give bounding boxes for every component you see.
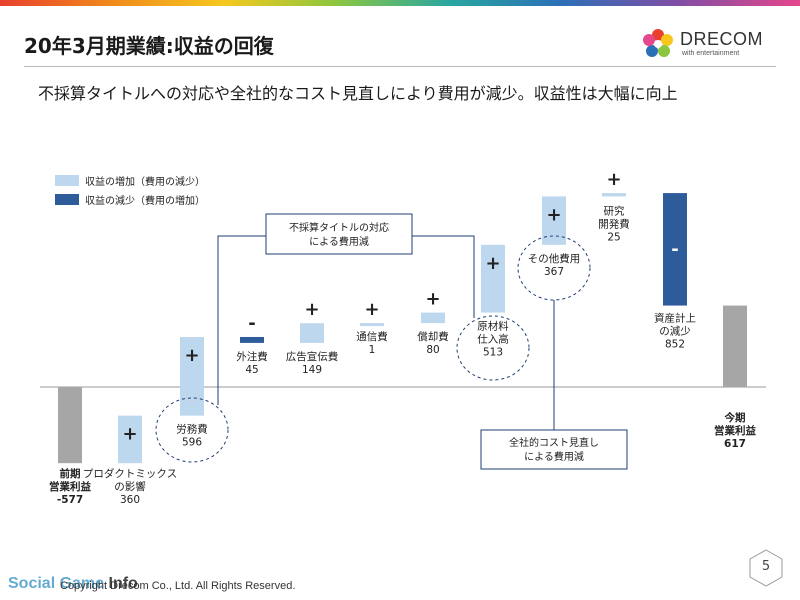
- callout-text: による費用減: [309, 235, 369, 248]
- category-label: 367: [544, 266, 564, 278]
- legend-swatch: [55, 175, 79, 186]
- category-label: 広告宣伝費: [286, 350, 339, 363]
- callout-box: [480, 429, 628, 470]
- page-number: 5: [761, 559, 771, 574]
- hexagon-icon: [749, 549, 783, 587]
- category-label: 外注費: [236, 350, 268, 363]
- logo-tagline: with entertainment: [682, 50, 740, 57]
- category-label: -577: [57, 494, 83, 506]
- category-label: プロダクトミックス: [83, 467, 177, 480]
- waterfall-bar: [481, 244, 505, 313]
- category-label: 852: [665, 339, 685, 351]
- category-label: 営業利益: [49, 480, 91, 493]
- category-label: 仕入高: [477, 333, 509, 346]
- category-label: 596: [182, 437, 202, 449]
- category-label: 1: [369, 344, 376, 356]
- bar-sign-marker: -: [248, 313, 255, 334]
- copyright-notice: Copyright Drecom Co., Ltd. All Rights Re…: [60, 580, 296, 592]
- watermark-social-game: Social Game: [8, 575, 109, 592]
- bar-sign-marker: +: [184, 345, 199, 366]
- waterfall-bar: [300, 323, 324, 343]
- legend-label: 収益の減少（費用の増加）: [85, 194, 205, 207]
- category-label: 80: [426, 344, 439, 356]
- legend-label: 収益の増加（費用の減少）: [85, 175, 205, 188]
- callout-box: [265, 213, 413, 255]
- page-subtitle: 不採算タイトルへの対応や全社的なコスト見直しにより費用が減少。収益性は大幅に向上: [38, 84, 678, 103]
- category-label: 開発費: [598, 217, 630, 230]
- bar-sign-marker: +: [122, 424, 137, 445]
- category-label: 営業利益: [714, 424, 756, 437]
- logo-wordmark: DRECOM: [680, 29, 763, 49]
- highlight-circle: [155, 397, 229, 463]
- category-label: 617: [724, 438, 746, 450]
- category-label: 償却費: [417, 330, 449, 343]
- drecom-logo: DRECOM with entertainment: [640, 26, 780, 62]
- legend-swatch: [55, 194, 79, 205]
- watermark-info: Info: [108, 575, 138, 592]
- waterfall-bar: [118, 415, 142, 464]
- watermark: Social Game Info: [8, 575, 138, 593]
- waterfall-bar: [240, 336, 264, 343]
- category-label: 513: [483, 347, 503, 359]
- bar-sign-marker: +: [606, 169, 621, 190]
- page-number-badge: 5: [746, 548, 786, 588]
- category-label: 研究: [604, 204, 625, 217]
- bar-sign-marker: +: [546, 204, 561, 225]
- category-label: 資産計上: [654, 312, 696, 325]
- waterfall-bar: [723, 305, 747, 387]
- title-divider: [24, 66, 776, 67]
- category-label: 45: [245, 364, 258, 376]
- category-label: 前期: [60, 467, 81, 480]
- highlight-circle: [517, 235, 591, 301]
- category-label: 今期: [724, 411, 746, 424]
- bar-sign-marker: +: [364, 299, 379, 320]
- callout-text: による費用減: [524, 450, 584, 463]
- category-label: 労務費: [176, 423, 208, 436]
- bar-sign-marker: -: [671, 239, 678, 260]
- bar-sign-marker: +: [425, 289, 440, 310]
- waterfall-bar: [421, 312, 445, 324]
- waterfall-bar: [663, 193, 687, 306]
- page-title: 20年3月期業績:収益の回復: [24, 34, 274, 58]
- highlight-circle: [456, 315, 530, 381]
- callout-text: 不採算タイトルの対応: [289, 221, 389, 234]
- category-label: の減少: [659, 325, 691, 338]
- category-label: 原材料: [477, 320, 509, 333]
- bar-sign-marker: +: [304, 299, 319, 320]
- flower-logo-icon: [640, 26, 676, 62]
- waterfall-bar: [58, 387, 82, 464]
- category-label: 25: [607, 231, 620, 243]
- waterfall-bar: [360, 323, 384, 327]
- category-label: 149: [302, 364, 322, 376]
- category-label: 360: [120, 494, 140, 506]
- category-label: その他費用: [528, 252, 581, 265]
- waterfall-bar: [602, 193, 626, 197]
- brand-color-bar: [0, 0, 800, 6]
- waterfall-bar: [180, 336, 204, 416]
- category-label: の影響: [114, 480, 146, 493]
- category-label: 通信費: [356, 330, 388, 343]
- bar-sign-marker: +: [485, 253, 500, 274]
- callout-text: 全社的コスト見直し: [509, 436, 599, 449]
